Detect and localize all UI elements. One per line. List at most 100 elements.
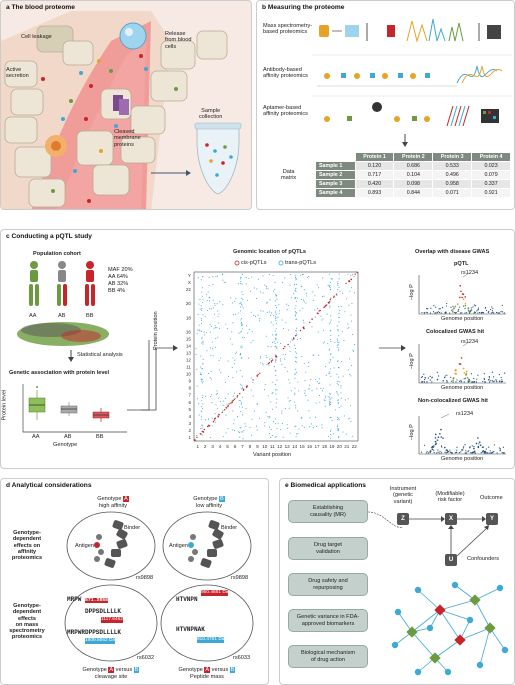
trans-point (218, 359, 220, 361)
gwas-peak-point (453, 307, 456, 310)
gwas-point (450, 451, 452, 453)
trans-point (295, 368, 297, 370)
cis-point (354, 273, 356, 275)
gwas-point (458, 308, 460, 311)
trans-point (226, 328, 228, 330)
cis-point (196, 436, 198, 439)
trans-point (242, 438, 244, 440)
trans-point (206, 300, 208, 302)
trans-point (330, 437, 332, 439)
trans-point (296, 327, 298, 329)
trans-point (201, 380, 203, 382)
protein-dots (41, 54, 178, 203)
network-leaf-node (501, 646, 509, 654)
gwas-peak-point (440, 428, 442, 431)
trans-point (344, 311, 346, 313)
trans-point (257, 278, 259, 280)
trans-point (196, 332, 198, 334)
trans-point (338, 273, 340, 275)
trans-point (337, 366, 340, 369)
gwas-point (426, 312, 429, 314)
trans-point (250, 389, 252, 391)
gwas-manhattan-plots (418, 272, 506, 455)
trans-point (337, 329, 339, 331)
gwas-point (503, 452, 505, 454)
trans-point (275, 393, 277, 395)
person-icon (30, 261, 94, 282)
trans-point (253, 314, 255, 316)
gwas-point (439, 450, 441, 452)
network-hub-node (454, 634, 466, 646)
trans-point (274, 318, 277, 320)
gwas-axes (418, 344, 506, 384)
trans-point (279, 429, 282, 431)
trans-point (328, 403, 331, 405)
gwas-point (475, 381, 478, 383)
trans-point (296, 338, 298, 340)
trans-point (321, 390, 323, 392)
panel-measuring-proteome: b Measuring the proteome Mass spectromet… (256, 0, 515, 210)
network-leaf-node (394, 608, 402, 616)
trans-point (272, 391, 274, 394)
trans-point (201, 427, 203, 429)
trans-point (241, 414, 244, 416)
trans-point (294, 284, 296, 286)
network-edges (394, 584, 506, 673)
genotype-a-header: Genotype A (73, 496, 153, 502)
gwas-point (486, 452, 488, 454)
trans-point (242, 299, 244, 301)
gwas-point (464, 444, 466, 446)
trans-point (276, 436, 278, 438)
antigen-label-right: Antigen (169, 543, 188, 549)
gwas-peak-point (452, 377, 455, 379)
cis-point (348, 280, 350, 282)
gwas-point (493, 380, 495, 382)
gwas-point (461, 449, 464, 451)
binder-shape-left (104, 520, 128, 568)
gwas-point (423, 378, 426, 381)
gwas-point (425, 311, 427, 313)
cis-point (201, 430, 204, 433)
cis-point (214, 417, 217, 419)
trans-point (204, 315, 206, 317)
gwas-peak-point (462, 298, 465, 300)
network-edge (439, 599, 476, 611)
x-tick-label: 10 (262, 444, 268, 449)
gwas-point (420, 376, 423, 378)
trans-point (251, 276, 253, 278)
table-row: Sample 3 0.420 0.098 0.958 0.337 (315, 179, 511, 189)
trans-point (295, 330, 297, 332)
trans-point (259, 357, 261, 359)
trans-point (232, 377, 234, 379)
trans-point (200, 305, 202, 307)
trans-point (240, 306, 242, 308)
gwas-point (500, 311, 502, 313)
trans-point (252, 395, 254, 397)
cis-point (227, 404, 229, 407)
y-tick-label: Y (188, 273, 191, 278)
snp-pointer (440, 413, 450, 419)
trans-point (245, 283, 247, 285)
trans-point (312, 291, 314, 293)
gwas-peak-point (464, 296, 467, 298)
trans-point (275, 313, 277, 315)
gwas-xlabel-0: Genome position (441, 316, 484, 322)
trans-point (335, 409, 337, 411)
trans-point (313, 354, 315, 356)
trans-point (202, 299, 204, 301)
trans-point (294, 276, 297, 278)
trans-point (329, 273, 331, 275)
gwas-point (488, 376, 490, 378)
trans-point (201, 342, 203, 344)
cis-point (282, 347, 285, 350)
network-edge (397, 611, 413, 633)
trans-point (202, 343, 204, 345)
trans-point (347, 398, 349, 400)
gwas-peak-point (459, 296, 461, 299)
gwas-peak-point (452, 309, 454, 311)
row-label-affinity: Genotype- dependent effects on affinity … (11, 530, 43, 562)
trans-point (277, 341, 279, 343)
gwas-peak-point (452, 379, 454, 382)
gwas-point (444, 312, 446, 314)
gwas-point (441, 446, 443, 448)
